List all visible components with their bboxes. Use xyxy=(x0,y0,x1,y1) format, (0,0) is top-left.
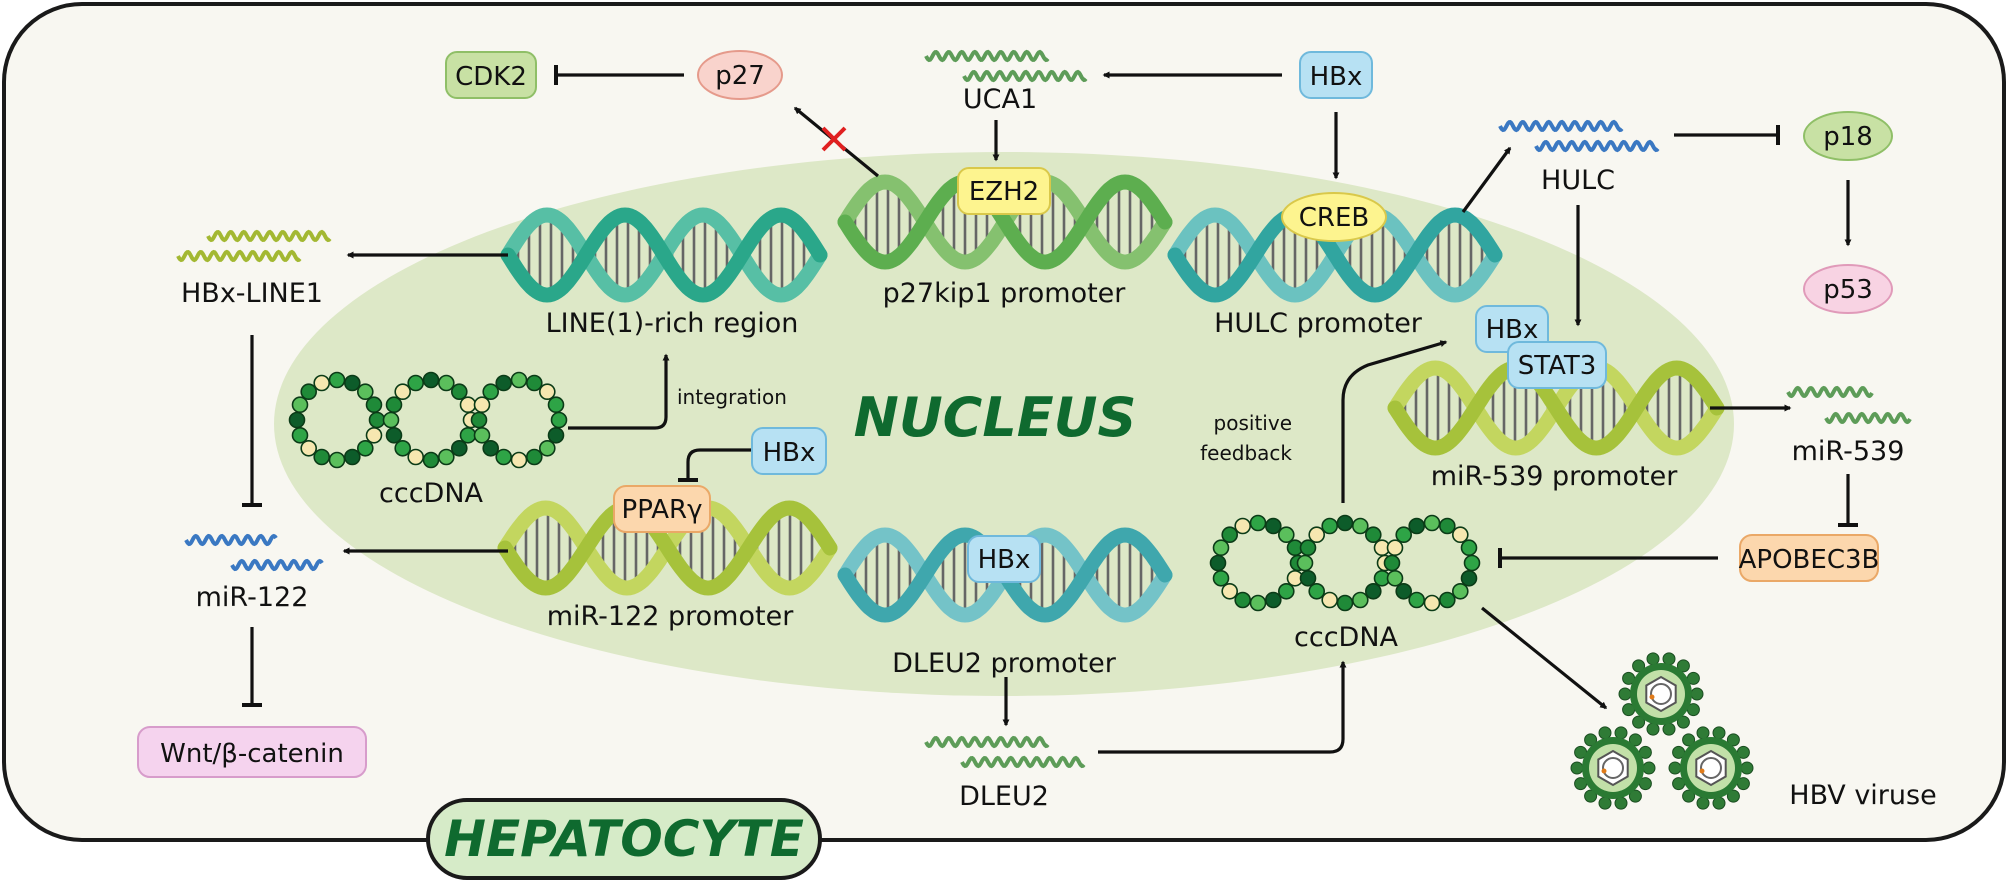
rna-strand-icon xyxy=(206,229,332,243)
dna-helix-icon xyxy=(500,207,828,303)
wnt-box: Wnt/β-catenin xyxy=(137,726,367,778)
text-labels: UCA1 HULC p27kip1 promoter HULC promoter… xyxy=(181,84,1937,812)
hbv-virion-group xyxy=(1570,652,1754,810)
creb-oval: CREB xyxy=(1281,192,1387,242)
pparg-box-label: PPARγ xyxy=(622,495,703,525)
stat3-box-label: STAT3 xyxy=(1518,351,1597,381)
inhibit-hbx-to-pparg xyxy=(678,448,752,482)
rna-strand-icon xyxy=(1498,119,1624,133)
pparg-box: PPARγ xyxy=(613,485,711,533)
rna-strand-icon xyxy=(1824,411,1912,425)
arrow-integration xyxy=(568,353,670,430)
hbv-virion-icon xyxy=(1570,726,1656,810)
rna-strand-icon xyxy=(1786,385,1874,399)
integration-label: integration xyxy=(677,385,787,409)
cccdna-plasmid-icon xyxy=(288,371,568,469)
mir122-label: miR-122 xyxy=(196,582,309,613)
rna-strand-icon xyxy=(924,735,1050,749)
cccdna-plasmid-icon xyxy=(1209,514,1481,612)
rna-strand-group xyxy=(176,49,1912,769)
blocked-mark-icon xyxy=(821,126,847,152)
hbx-pparg-label: HBx xyxy=(763,438,816,468)
wnt-label: Wnt/β-catenin xyxy=(160,739,344,769)
hbx-box-dleu2: HBx xyxy=(967,535,1041,583)
stat3-box: STAT3 xyxy=(1507,341,1607,389)
arrow-hulc-promoter-to-hulc xyxy=(1461,146,1512,213)
cdk2-box: CDK2 xyxy=(445,51,537,99)
hbv-virion-icon xyxy=(1618,652,1704,736)
hbx-box-dleu2-label: HBx xyxy=(978,545,1031,575)
hulc-label: HULC xyxy=(1541,165,1615,196)
p27-promoter-label: p27kip1 promoter xyxy=(883,278,1127,309)
hbv-virion-icon xyxy=(1668,726,1754,810)
mir539-label: miR-539 xyxy=(1792,436,1905,467)
dna-helix-icon xyxy=(1387,360,1725,456)
p27-oval: p27 xyxy=(697,50,783,100)
rna-strand-icon xyxy=(176,249,302,263)
uca1-label: UCA1 xyxy=(963,84,1037,115)
hepatocyte-title: HEPATOCYTE xyxy=(444,810,804,868)
p53-label: p53 xyxy=(1823,275,1873,305)
mir122-promoter-label: miR-122 promoter xyxy=(547,601,795,632)
dna-helix-icon xyxy=(497,500,838,596)
creb-oval-label: CREB xyxy=(1299,203,1369,233)
cccdna-right-label: cccDNA xyxy=(1294,622,1399,653)
positive-feedback-label-1: positive xyxy=(1214,411,1292,435)
line1-region-label: LINE(1)-rich region xyxy=(546,308,799,339)
hbx-box-pparg: HBx xyxy=(751,427,827,475)
dna-helix-group xyxy=(497,174,1725,623)
rna-strand-icon xyxy=(230,558,324,572)
hbx-box-stat3: HBx xyxy=(1475,305,1549,353)
arrow-dleu2-to-cccdna xyxy=(1098,660,1347,754)
apobec3b-label: APOBEC3B xyxy=(1739,545,1880,575)
arrow-cccdna-to-hbv xyxy=(1480,606,1608,710)
hbx-box-top: HBx xyxy=(1299,51,1373,99)
hbv-virus-label: HBV viruse xyxy=(1789,780,1936,811)
cdk2-label: CDK2 xyxy=(455,62,527,92)
p18-label: p18 xyxy=(1823,122,1873,152)
dleu2-label: DLEU2 xyxy=(959,781,1049,812)
p27-label: p27 xyxy=(715,61,765,91)
hbx-top-label: HBx xyxy=(1310,62,1363,92)
hbx-box-stat3-label: HBx xyxy=(1486,315,1539,345)
hulc-promoter-label: HULC promoter xyxy=(1214,308,1423,339)
arrow-positive-feedback xyxy=(1341,340,1448,503)
cccdna-left-label: cccDNA xyxy=(379,478,484,509)
rna-strand-icon xyxy=(184,533,278,547)
ezh2-box-label: EZH2 xyxy=(969,177,1039,207)
p53-oval: p53 xyxy=(1803,264,1893,314)
mir539-promoter-label: miR-539 promoter xyxy=(1431,461,1679,492)
hbx-line1-label: HBx-LINE1 xyxy=(181,278,323,309)
p18-oval: p18 xyxy=(1803,111,1893,161)
hepatocyte-label: HEPATOCYTE xyxy=(426,798,822,880)
rna-strand-icon xyxy=(962,69,1088,83)
ezh2-box: EZH2 xyxy=(957,167,1051,215)
rna-strand-icon xyxy=(960,755,1086,769)
cccdna-group xyxy=(288,371,1481,612)
rna-strand-icon xyxy=(1534,139,1660,153)
positive-feedback-label-2: feedback xyxy=(1200,441,1292,465)
nucleus-title: NUCLEUS xyxy=(854,386,1137,449)
apobec3b-box: APOBEC3B xyxy=(1739,534,1880,582)
dleu2-promoter-label: DLEU2 promoter xyxy=(892,648,1117,679)
rna-strand-icon xyxy=(924,49,1050,63)
